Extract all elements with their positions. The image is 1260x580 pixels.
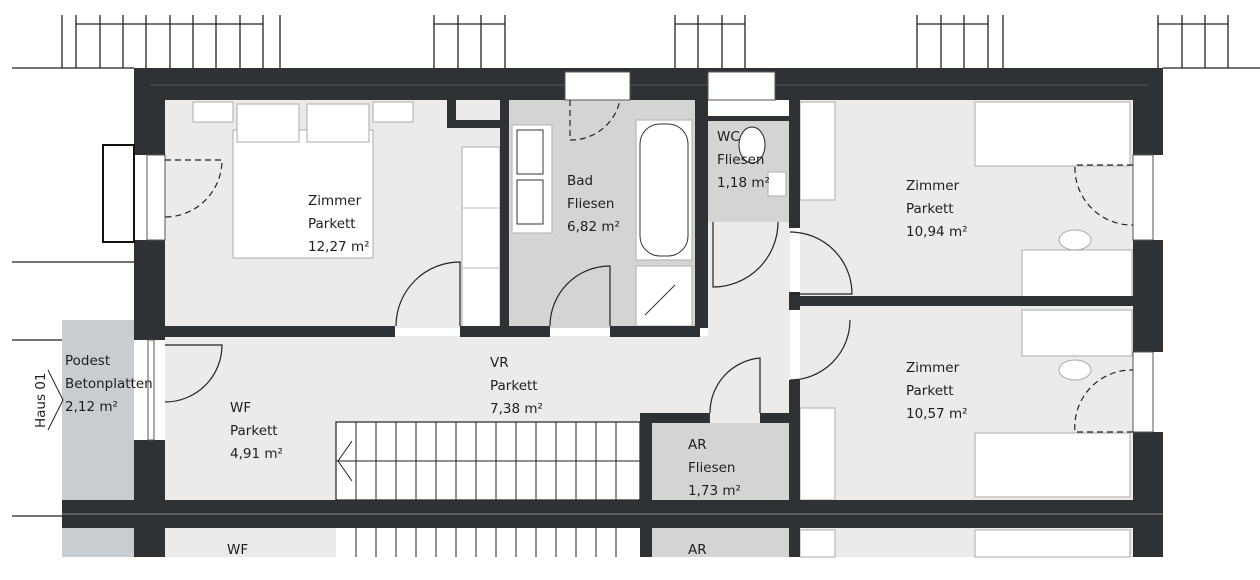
single-bed	[974, 101, 1131, 167]
room-area: 4,91 m²	[230, 446, 283, 462]
room-area: 10,57 m²	[906, 406, 968, 422]
room-floor: Parkett	[906, 383, 954, 399]
adjacent-room-label: WF	[227, 542, 248, 558]
room-area: 1,73 m²	[688, 483, 741, 499]
windows	[102, 71, 1154, 441]
desk-chair	[1058, 359, 1092, 381]
room-name: Zimmer	[906, 360, 960, 376]
room-floor: Parkett	[230, 423, 278, 439]
desk	[1021, 249, 1133, 298]
room-label-podest: Podest Betonplatten 2,12 m²	[65, 353, 153, 415]
wardrobe	[799, 101, 836, 201]
room-ar	[652, 423, 790, 500]
desk-chair	[1058, 229, 1092, 251]
wc-sink	[767, 171, 787, 197]
room-name: Podest	[65, 353, 110, 369]
building-label-text: Haus 01	[33, 373, 49, 428]
room-name: Bad	[567, 173, 593, 189]
room-wc-vestibule	[708, 222, 790, 336]
doors	[164, 99, 1134, 433]
room-name: Zimmer	[906, 178, 960, 194]
room-area: 1,18 m²	[717, 175, 770, 191]
room-label-vr: VR Parkett 7,38 m²	[490, 355, 543, 417]
adjacent-room-label: AR	[688, 542, 707, 558]
room-floor: Fliesen	[717, 152, 764, 168]
double-bed	[232, 129, 374, 259]
wardrobe	[461, 146, 501, 329]
entrance-arrow-icon	[47, 369, 64, 431]
room-name: VR	[490, 355, 509, 371]
staircase	[335, 421, 641, 557]
adjacent-ar-floor	[652, 528, 790, 557]
room-label-bad: Bad Fliesen 6,82 m²	[567, 173, 620, 235]
room-name: AR	[688, 437, 707, 453]
room-area: 6,82 m²	[567, 219, 620, 235]
room-name: WF	[230, 400, 251, 416]
nightstand	[372, 101, 414, 123]
room-floor: Parkett	[490, 378, 538, 394]
room-label-ar: AR Fliesen 1,73 m²	[688, 437, 741, 499]
room-label-wc: WC Fliesen 1,18 m²	[717, 129, 770, 191]
room-name: Zimmer	[308, 193, 362, 209]
walls	[62, 68, 1163, 557]
building-label: Haus 01	[33, 369, 64, 431]
double-sink	[511, 124, 553, 234]
room-floor: Fliesen	[567, 196, 614, 212]
room-label-zimmer-right-top: Zimmer Parkett 10,94 m²	[906, 178, 968, 240]
room-area: 2,12 m²	[65, 399, 118, 415]
toilet	[738, 126, 766, 164]
nightstand	[192, 101, 234, 123]
room-area: 12,27 m²	[308, 239, 370, 255]
wardrobe	[799, 407, 836, 501]
room-name: WC	[717, 129, 740, 145]
room-floor: Betonplatten	[65, 376, 153, 392]
balcony-railings	[12, 15, 1260, 517]
room-label-zimmer-right-bottom: Zimmer Parkett 10,57 m²	[906, 360, 968, 422]
desk	[1021, 309, 1133, 357]
room-area: 10,94 m²	[906, 224, 968, 240]
room-floor: Parkett	[308, 216, 356, 232]
room-floor: Fliesen	[688, 460, 735, 476]
room-label-zimmer-left: Zimmer Parkett 12,27 m²	[308, 193, 370, 255]
room-floor: Parkett	[906, 201, 954, 217]
room-label-wf: WF Parkett 4,91 m²	[230, 400, 283, 462]
room-area: 7,38 m²	[490, 401, 543, 417]
single-bed	[974, 432, 1131, 498]
